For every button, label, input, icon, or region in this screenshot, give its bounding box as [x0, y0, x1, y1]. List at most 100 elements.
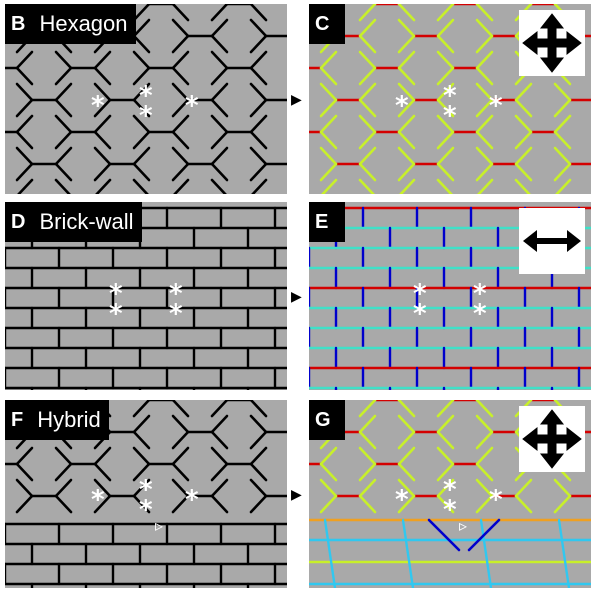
tension-edge — [475, 130, 494, 150]
tension-edge — [397, 34, 416, 54]
cell-edge — [249, 146, 268, 166]
cell-edge — [210, 4, 229, 22]
tension-edge — [358, 494, 377, 514]
cell-edge — [93, 50, 112, 70]
cell-edge — [132, 430, 151, 450]
cell-edge — [15, 66, 34, 86]
tension-edge — [553, 146, 572, 166]
asterisk-marker: * — [473, 299, 487, 329]
asterisk-marker: * — [443, 101, 457, 131]
tension-edge — [436, 430, 455, 450]
tension-edge — [514, 146, 533, 166]
tension-edge — [397, 130, 416, 150]
cell-edge — [54, 446, 73, 466]
cell-edge — [132, 98, 151, 118]
cell-edge — [249, 162, 268, 182]
asterisk-marker: * — [413, 279, 427, 309]
panel-hybrid-colored: G ****▹ — [309, 400, 591, 588]
asterisk-marker: * — [443, 81, 457, 111]
panel-label-g: G — [309, 400, 345, 440]
cell-edge — [132, 114, 151, 134]
tension-edge — [436, 130, 455, 150]
cell-edge — [93, 82, 112, 102]
cell-edge — [132, 146, 151, 166]
tension-edge — [475, 4, 494, 22]
asterisk-marker: * — [139, 495, 153, 525]
tension-edge — [436, 114, 455, 134]
asterisk-marker: * — [413, 299, 427, 329]
tension-edge — [319, 66, 338, 86]
tension-edge — [358, 162, 377, 182]
cell-edge — [15, 146, 34, 166]
tension-edge — [358, 146, 377, 166]
panel-brick-wall-colored: E **** — [309, 202, 591, 390]
panel-letter: F — [11, 408, 24, 431]
tension-edge — [358, 82, 377, 102]
direction-icon-box — [519, 208, 585, 274]
cell-edge — [15, 478, 34, 498]
panel-label-b: B Hexagon — [5, 4, 136, 44]
cell-edge — [132, 18, 151, 38]
panel-label-c: C — [309, 4, 345, 44]
cell-edge — [93, 446, 112, 466]
tension-edge — [319, 50, 338, 70]
cell-edge — [249, 446, 268, 466]
tension-edge — [514, 82, 533, 102]
tension-edge — [514, 478, 533, 498]
tension-edge — [321, 178, 338, 194]
tension-edge — [475, 146, 494, 166]
cell-edge — [54, 82, 73, 102]
cell-edge — [54, 114, 73, 134]
cell-edge — [249, 66, 268, 86]
tension-edge — [319, 462, 338, 482]
tension-edge — [358, 114, 377, 134]
tension-edge — [514, 130, 533, 150]
tension-edge — [553, 114, 572, 134]
tension-edge — [436, 146, 455, 166]
cell-edge — [171, 446, 190, 466]
tension-edge — [475, 494, 494, 514]
tension-edge — [358, 478, 377, 498]
tension-edge — [436, 162, 455, 182]
cell-edge — [171, 400, 190, 418]
cell-edge — [132, 82, 151, 102]
cell-edge — [93, 98, 112, 118]
cell-edge — [15, 162, 34, 182]
cell-edge — [132, 50, 151, 70]
cell-edge — [54, 494, 73, 514]
panel-title: Hexagon — [39, 11, 128, 36]
cell-edge — [132, 494, 151, 514]
tension-edge — [514, 178, 531, 194]
cell-edge — [132, 130, 151, 150]
tension-edge — [397, 400, 416, 418]
cell-edge — [210, 162, 229, 182]
tension-edge — [475, 462, 494, 482]
asterisk-marker: * — [443, 495, 457, 525]
cell-edge — [249, 414, 268, 434]
vertical-junction — [557, 518, 571, 588]
triangle-marker: ▹ — [155, 516, 164, 535]
asterisk-marker: * — [139, 475, 153, 505]
cell-edge — [210, 98, 229, 118]
cell-edge — [15, 82, 34, 102]
cell-edge — [249, 462, 268, 482]
tension-edge — [358, 462, 377, 482]
vertical-junction — [479, 518, 493, 588]
cell-edge — [93, 130, 112, 150]
tension-edge — [475, 66, 494, 86]
arrow-right-icon: ▶ — [291, 487, 302, 503]
cell-edge — [93, 494, 112, 514]
cell-edge — [171, 478, 190, 498]
tension-edge — [358, 66, 377, 86]
tension-edge — [358, 98, 377, 118]
panel-letter: C — [315, 12, 330, 35]
cell-edge — [171, 98, 190, 118]
cell-edge — [171, 114, 190, 134]
four-way-arrow-icon — [522, 409, 582, 469]
cell-edge — [132, 462, 151, 482]
tension-edge — [358, 446, 377, 466]
panel-letter: D — [11, 210, 26, 233]
panel-brick-wall: D Brick-wall **** — [5, 202, 287, 390]
cell-edge — [132, 446, 151, 466]
direction-icon-box — [519, 406, 585, 472]
